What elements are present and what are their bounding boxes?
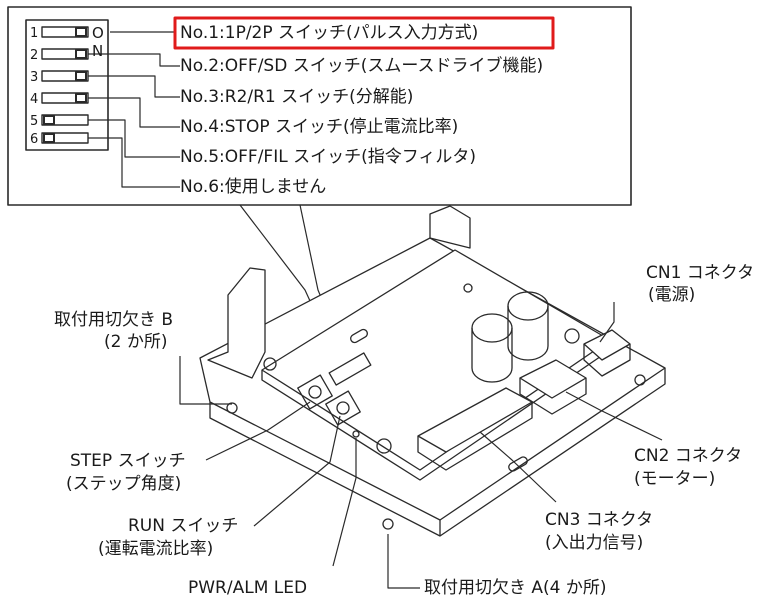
led-label: PWR/ALM LED <box>188 578 308 598</box>
dip-pin-6: 6 <box>30 132 39 147</box>
switch-no4-label: No.4:STOP スイッチ(停止電流比率) <box>180 117 459 137</box>
mount-a-label: 取付用切欠き A(4 か所) <box>424 578 607 598</box>
dip-pin-5: 5 <box>30 114 39 129</box>
dip-on-n: N <box>92 42 104 60</box>
step-switch-desc: (ステップ角度) <box>66 474 182 494</box>
cn1-label: CN1 コネクタ <box>646 263 755 283</box>
dip-pin-3: 3 <box>30 70 39 85</box>
cn2-desc: (モーター) <box>634 469 716 489</box>
dip-outline <box>25 19 109 151</box>
run-switch-label: RUN スイッチ <box>128 516 239 536</box>
dip-leaders <box>88 31 180 188</box>
switch-no3-label: No.3:R2/R1 スイッチ(分解能) <box>180 87 414 107</box>
mount-b-count: (2 か所) <box>104 332 168 352</box>
switch-no1-label: No.1:1P/2P スイッチ(パルス入力方式) <box>180 23 479 43</box>
run-switch-desc: (運転電流比率) <box>98 539 214 559</box>
switch-no6-label: No.6:使用しません <box>180 177 327 197</box>
cn3-label: CN3 コネクタ <box>545 510 654 530</box>
switch-no2-label: No.2:OFF/SD スイッチ(スムースドライブ機能) <box>180 56 544 76</box>
dip-on-o: O <box>92 24 104 42</box>
callout-box <box>7 6 632 206</box>
cn3-desc: (入出力信号) <box>545 533 644 553</box>
board-dip-switch <box>328 352 372 386</box>
switch-no5-label: No.5:OFF/FIL スイッチ(指令フィルタ) <box>180 147 477 167</box>
driver-board <box>199 205 666 537</box>
dip-pin-1: 1 <box>30 26 39 41</box>
dip-pin-2: 2 <box>30 48 39 63</box>
callout-leaders <box>179 302 663 589</box>
mount-b-label: 取付用切欠き B <box>54 310 174 330</box>
step-switch-label: STEP スイッチ <box>70 451 186 471</box>
cn2-label: CN2 コネクタ <box>634 446 743 466</box>
cn1-desc: (電源) <box>648 285 696 305</box>
highlight-frame <box>173 16 555 50</box>
dip-switch-slots <box>41 26 89 144</box>
dip-pin-4: 4 <box>30 92 39 107</box>
dip-switch-knobs <box>43 27 87 143</box>
